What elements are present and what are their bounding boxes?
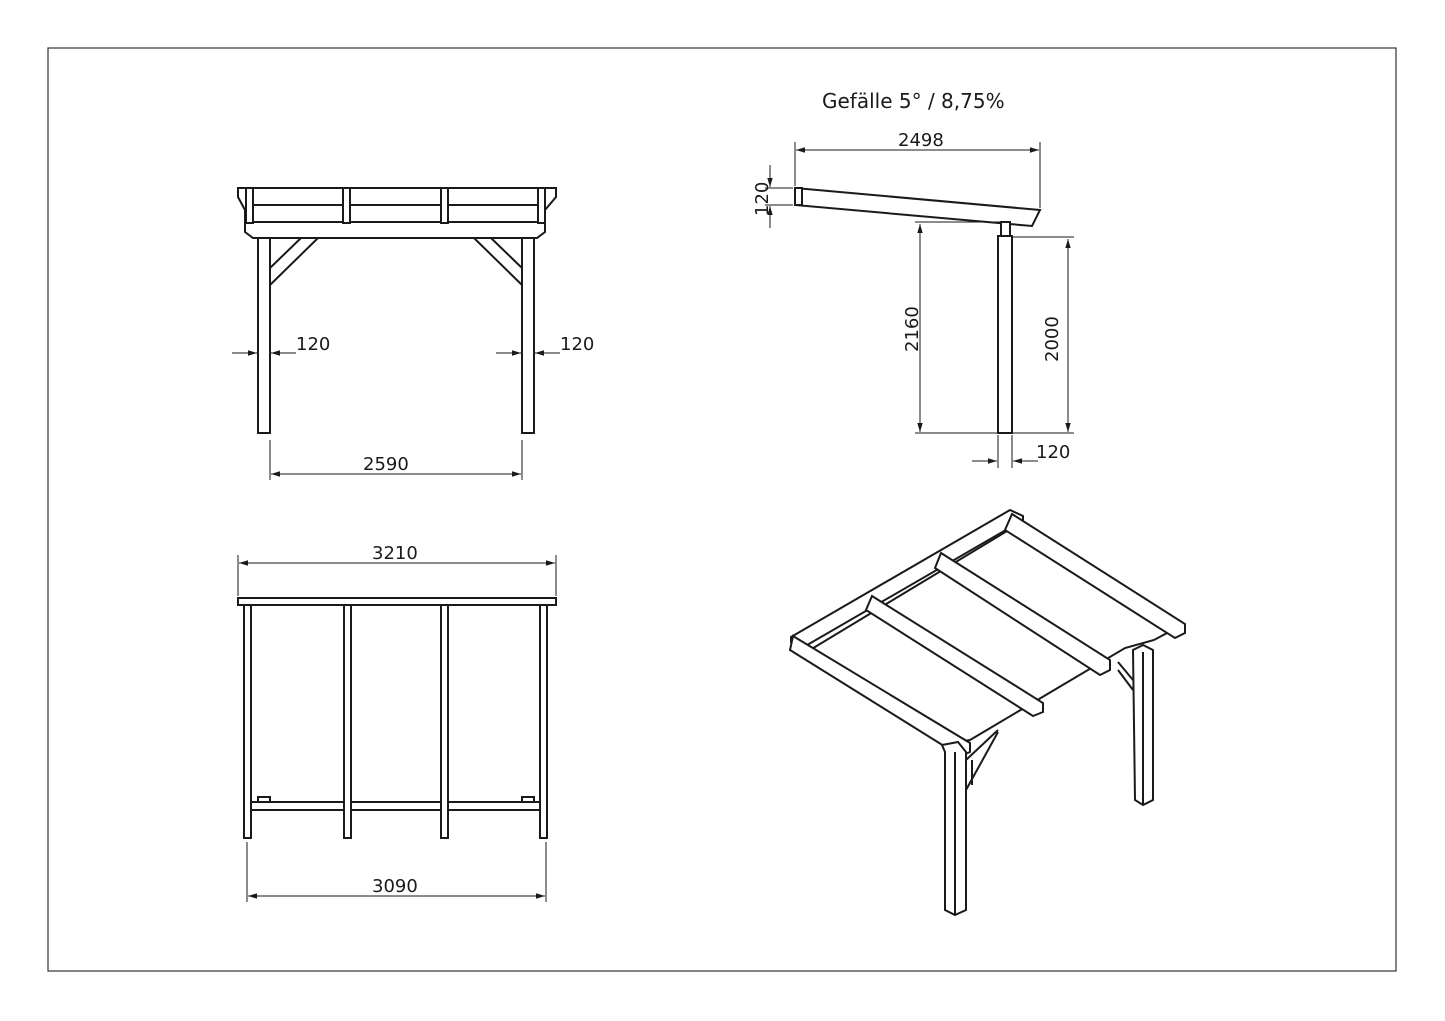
post-left: [257, 237, 271, 434]
dim-post-width: 120: [1036, 442, 1070, 463]
plan-view: 3210 3090: [237, 543, 557, 902]
dim-length: 2498: [898, 130, 944, 151]
post: [997, 235, 1013, 434]
post-right: [521, 237, 535, 434]
front-view: 120 120 2590: [232, 187, 594, 480]
dim-front-post-left: 120: [296, 334, 330, 355]
dim-post-span: 3090: [372, 876, 418, 897]
sheet-border: [47, 47, 1397, 972]
dim-front-post-spacing: 2590: [363, 454, 409, 475]
dim-height-low: 2000: [1042, 316, 1063, 362]
slope-title: Gefälle 5° / 8,75%: [822, 89, 1005, 113]
dim-beam-height: 120: [752, 182, 773, 216]
dim-overall-width: 3210: [372, 543, 418, 564]
dim-front-post-right: 120: [560, 334, 594, 355]
side-view: Gefälle 5° / 8,75% 2498 120 2160 2000 12…: [752, 89, 1074, 468]
isometric-view: [788, 508, 1186, 917]
rafter-ends: [245, 187, 546, 224]
dim-height-high: 2160: [902, 306, 923, 352]
